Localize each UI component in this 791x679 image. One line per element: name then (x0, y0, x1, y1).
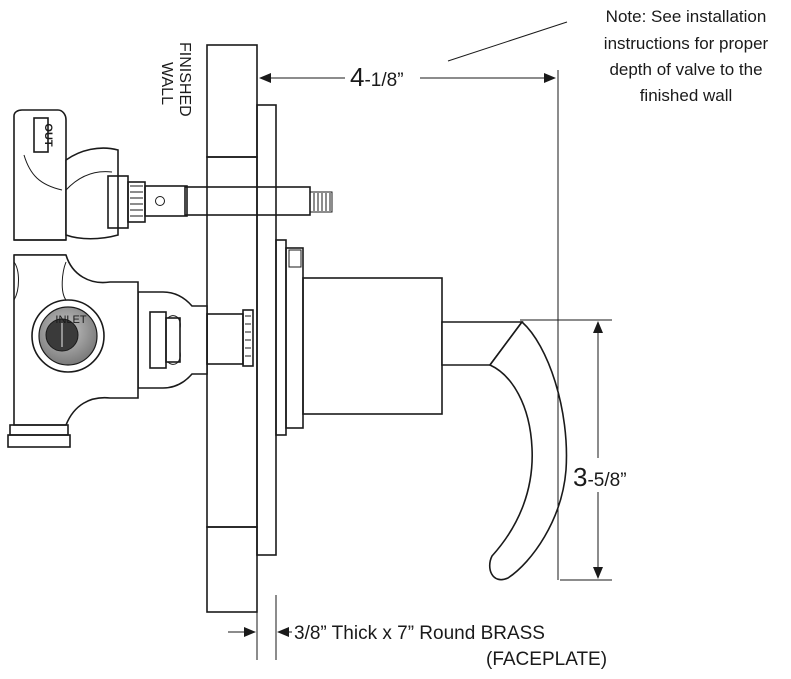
wall-core (206, 156, 258, 528)
handle-dim-frac: -5/8” (587, 470, 626, 491)
out-port-label: OUT (42, 123, 54, 147)
handle-hub (302, 277, 443, 415)
lever-handle (441, 320, 568, 581)
inlet-port: INLET (31, 299, 105, 373)
valve-stem (144, 185, 333, 217)
depth-dimension: 4-1/8” (259, 62, 559, 580)
svg-text:3-5/8”: 3-5/8” (573, 462, 627, 492)
note-line-4: finished wall (640, 86, 733, 105)
escutcheon (275, 239, 304, 436)
handle-dim-whole: 3 (573, 462, 587, 492)
stem-pin-hole (155, 196, 165, 206)
faceplate-dimension: 3/8” Thick x 7” Round BRASS (FACEPLATE) (228, 595, 607, 670)
lower-connector (137, 291, 254, 389)
wall-label-finished: FINISHED (176, 42, 193, 117)
faceplate-label-line1: 3/8” Thick x 7” Round BRASS (294, 623, 545, 644)
note-line-2: instructions for proper (604, 34, 769, 53)
handle-dimension: 3-5/8” (520, 319, 627, 581)
inlet-port-label: INLET (55, 314, 86, 326)
faceplate (256, 104, 277, 556)
note-leader (447, 21, 568, 62)
svg-text:4-1/8”: 4-1/8” (350, 62, 404, 92)
out-port: OUT (33, 117, 54, 153)
note-line-3: depth of valve to the (609, 60, 762, 79)
note-line-1: Note: See installation (606, 7, 767, 26)
wall-hatch-top (206, 44, 258, 158)
depth-dim-whole: 4 (350, 62, 364, 92)
faceplate-label-line2: (FACEPLATE) (486, 649, 607, 670)
wall-label-wall: WALL (158, 62, 175, 105)
valve-body (7, 109, 146, 448)
depth-dim-frac: -1/8” (364, 70, 403, 91)
wall-hatch-bottom (206, 526, 258, 613)
finished-wall (206, 44, 258, 613)
installation-note: Note: See installation instructions for … (604, 7, 769, 105)
